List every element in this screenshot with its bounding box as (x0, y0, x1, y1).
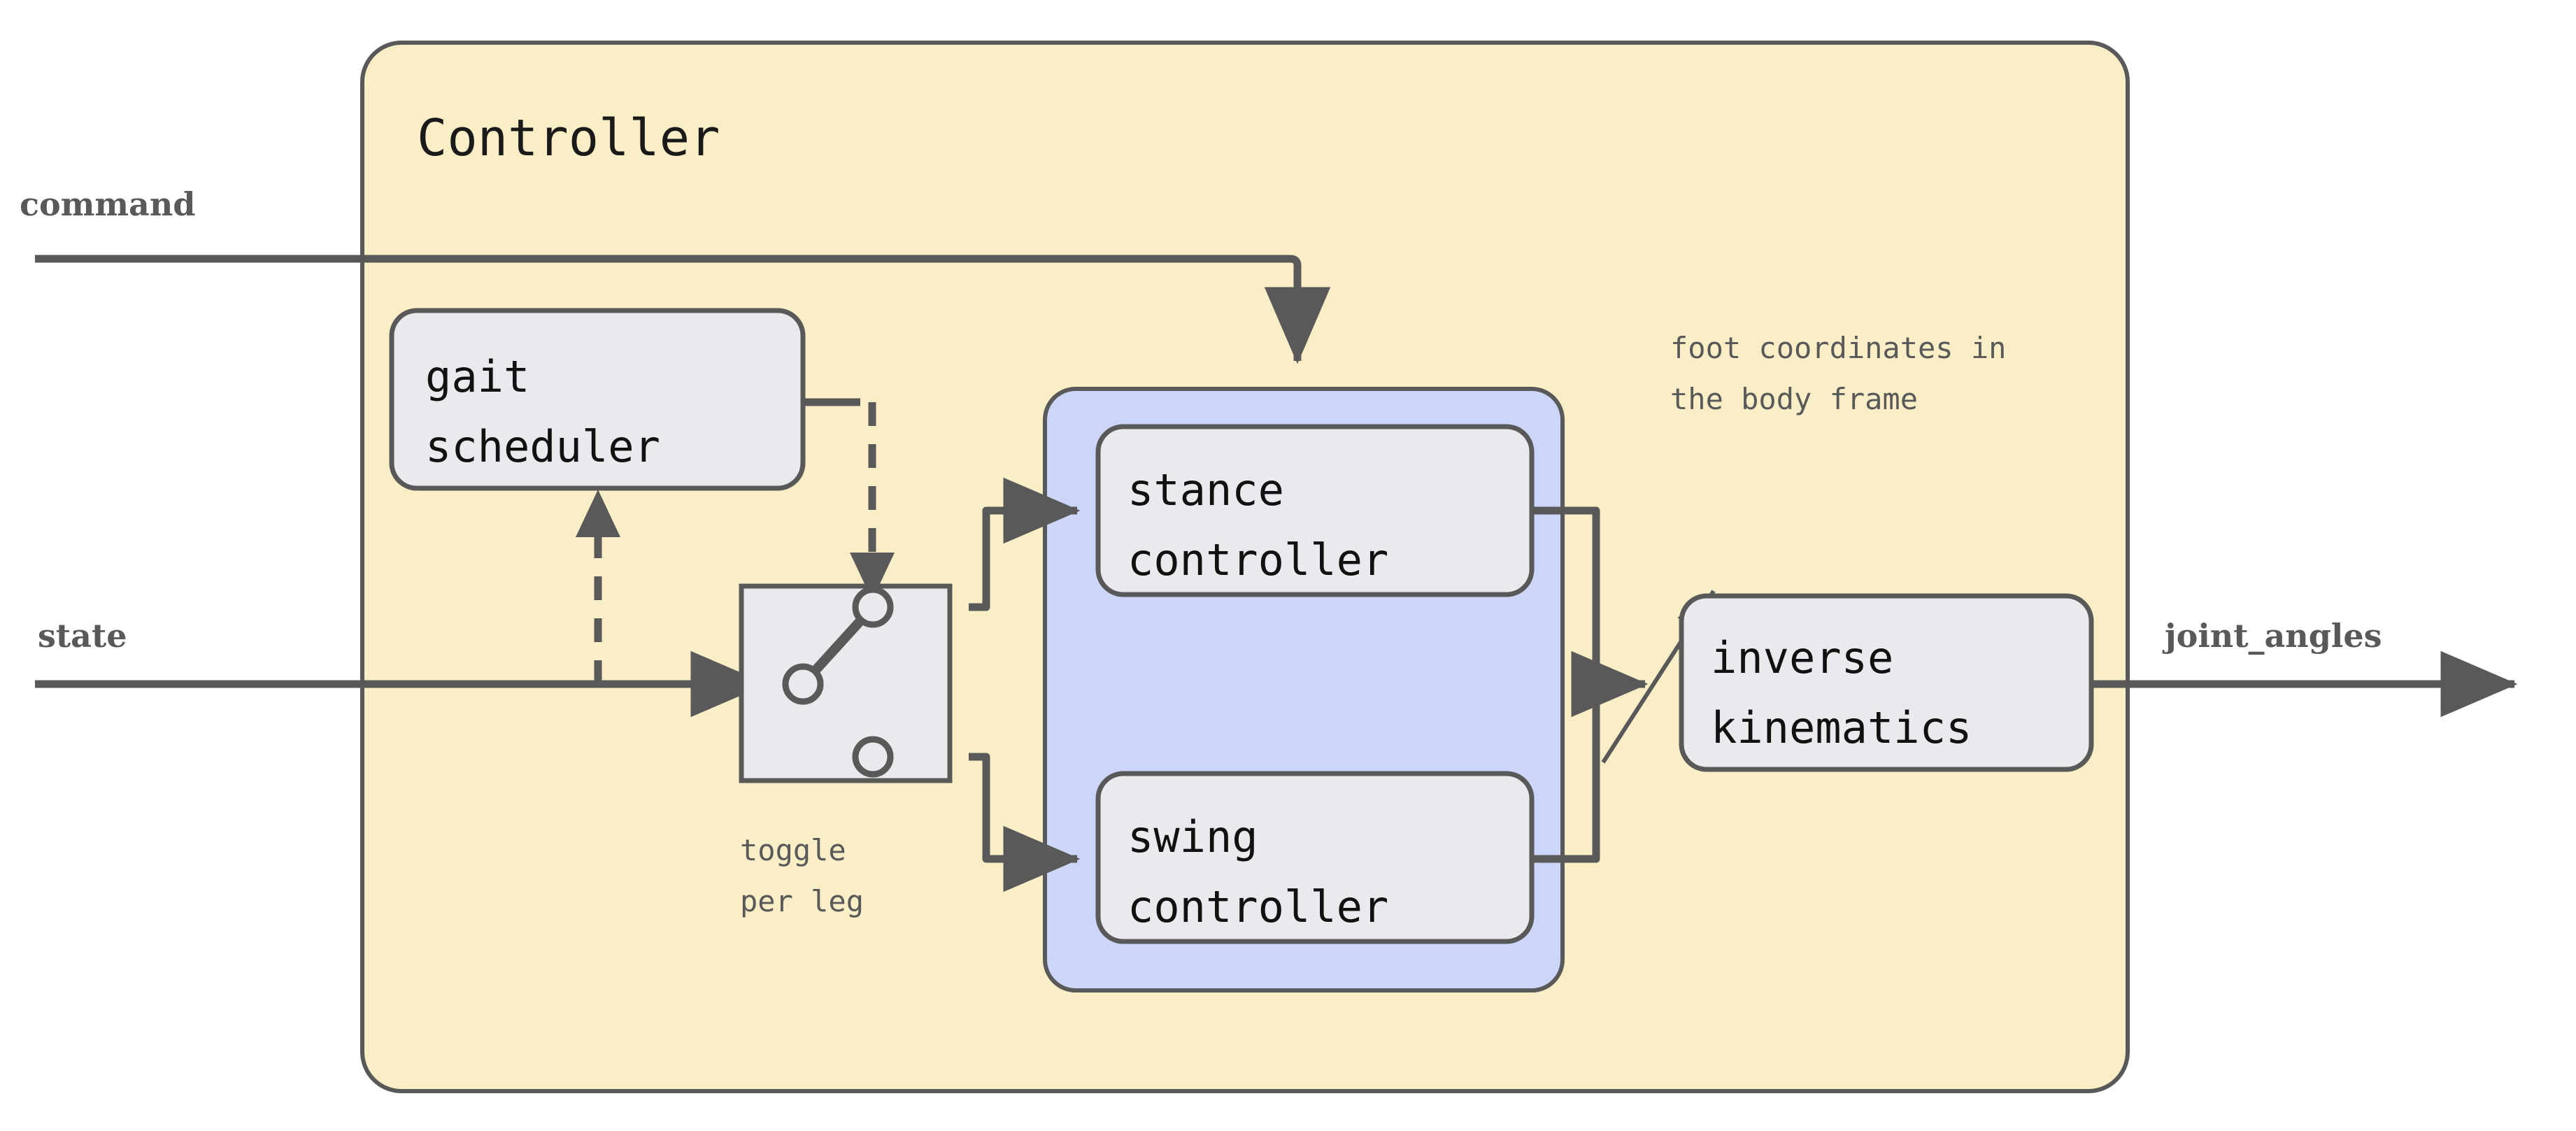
port-label-joint-angles: joint_angles (2162, 617, 2382, 655)
gait-scheduler-label-line1: gait (425, 351, 529, 402)
stance-controller-label-line1: stance (1127, 464, 1284, 515)
swing-controller-label-line2: controller (1127, 881, 1388, 932)
port-label-state: state (38, 617, 127, 655)
stance-controller-box[interactable] (1095, 424, 1535, 597)
inverse-kinematics-box[interactable] (1679, 593, 2094, 772)
stance-controller-label-line2: controller (1127, 534, 1388, 585)
toggle-annotation-line2: per leg (740, 884, 864, 918)
swing-controller-label-line1: swing (1127, 811, 1258, 862)
toggle-switch-stance-terminal[interactable] (852, 586, 894, 628)
gait-scheduler-box[interactable] (389, 308, 806, 491)
inverse-kinematics-label-line1: inverse (1711, 632, 1893, 683)
port-label-command: command (20, 185, 195, 223)
swing-controller-box[interactable] (1095, 771, 1535, 944)
wire-switch-to-stance (969, 477, 1081, 611)
arrowhead-gait-scheduler-to-switch (850, 553, 895, 600)
toggle-annotation-line1: toggle (740, 833, 846, 867)
wire-command (35, 255, 1331, 364)
wire-swing-to-merge (1532, 684, 1600, 863)
foot-coordinates-annotation-line1: foot coordinates in (1670, 331, 2006, 365)
foot-coordinates-annotation-line2: the body frame (1670, 382, 1918, 416)
page-title: Controller (417, 108, 720, 167)
toggle-switch-swing-terminal[interactable] (852, 736, 894, 778)
toggle-switch-common-terminal[interactable] (782, 663, 824, 705)
toggle-switch-box[interactable] (739, 583, 953, 783)
wire-stance-to-merge (1532, 506, 1600, 684)
gait-scheduler-label-line2: scheduler (425, 421, 660, 472)
inverse-kinematics-label-line2: kinematics (1711, 702, 1972, 753)
wire-switch-to-swing (969, 753, 1081, 892)
arrowhead-state-to-gait-scheduler (576, 490, 620, 537)
